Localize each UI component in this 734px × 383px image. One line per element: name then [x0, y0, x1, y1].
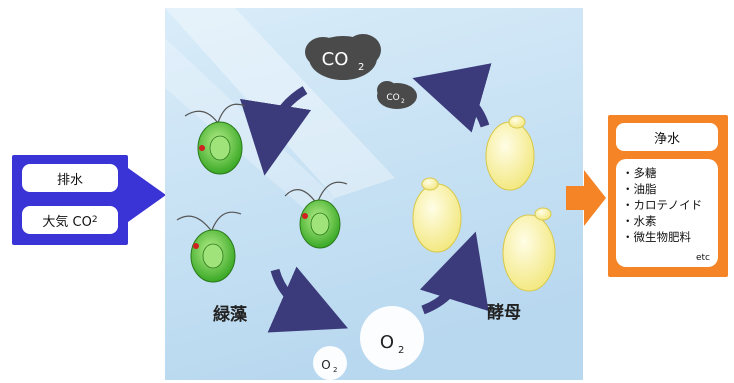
yeast-cell: [485, 115, 535, 191]
input-co2-subscript: 2: [91, 215, 98, 225]
cycle-arrow-algae-to-o2: [267, 266, 348, 333]
o2-small-subscript: 2: [333, 366, 337, 374]
algae-label: 緑藻: [213, 304, 248, 325]
output-arrow-icon: [566, 170, 606, 226]
list-item: ・カロテノイド: [622, 198, 703, 212]
o2-large-subscript: 2: [398, 345, 404, 356]
cycle-arrow-yeast-to-co2: [412, 63, 492, 133]
cycle-scene: CO 2 CO 2: [165, 8, 583, 380]
co2-small-subscript: 2: [401, 98, 405, 105]
algae-cell: [176, 211, 242, 283]
list-item: ・水素: [622, 214, 657, 228]
list-item: ・微生物肥料: [622, 230, 691, 244]
input-co2-label: 大気 CO: [42, 214, 92, 230]
o2-bubble-small: O 2: [313, 346, 347, 380]
list-etc: etc: [695, 253, 710, 263]
cycle-arrow-o2-to-yeast: [419, 231, 489, 315]
yeast-cell: [502, 207, 556, 292]
input-arrow-icon: [128, 168, 166, 222]
co2-cloud-large: CO 2: [305, 34, 381, 80]
co2-small-text: CO: [386, 93, 399, 103]
cycle-arrow-co2-to-algae: [240, 86, 312, 176]
output-clean-water: 浄水: [616, 123, 718, 151]
input-wastewater-label: 排水: [56, 172, 83, 188]
co2-large-subscript: 2: [358, 62, 364, 73]
o2-small-text: O: [321, 358, 330, 372]
co2-cloud-small: CO 2: [377, 81, 417, 109]
algae-cell: [284, 181, 348, 249]
list-item: ・油脂: [622, 182, 657, 196]
output-clean-water-label: 浄水: [653, 131, 680, 147]
algae-cell: [184, 103, 246, 175]
co2-large-text: CO: [322, 49, 349, 70]
list-item: ・多糖: [622, 166, 657, 180]
yeast-label: 酵母: [487, 302, 521, 323]
o2-bubble-large: O 2: [360, 306, 424, 370]
o2-large-text: O: [380, 332, 394, 353]
output-products-list: ・多糖 ・油脂 ・カロテノイド ・水素 ・微生物肥料 etc: [616, 159, 718, 267]
input-wastewater: 排水: [22, 164, 118, 192]
yeast-cell: [412, 177, 462, 253]
output-panel: 浄水 ・多糖 ・油脂 ・カロテノイド ・水素 ・微生物肥料 etc: [608, 115, 728, 277]
